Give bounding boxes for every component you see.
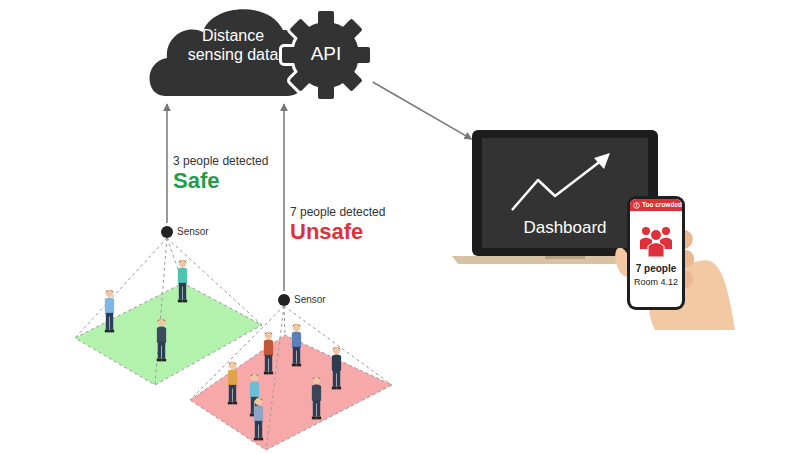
connector-arrow — [166, 104, 168, 223]
status-label: Unsafe — [290, 219, 363, 245]
edge-label: 3 people detected — [173, 154, 268, 168]
alert-icon — [633, 202, 640, 209]
sensor-label: Sensor — [294, 294, 326, 306]
phone-display: Too crowded 7 peopleRoom 4.12 — [630, 199, 682, 307]
alert-bar: Too crowded — [630, 199, 682, 211]
status-label: Safe — [173, 168, 219, 194]
room-text: Room 4.12 — [630, 277, 682, 288]
api-text: API — [281, 43, 371, 65]
alert-text: Too crowded — [642, 201, 682, 209]
connector-arrow — [283, 104, 285, 291]
gear-shape: API — [281, 10, 371, 100]
dashboard-screen: Dashboard — [482, 138, 648, 248]
sensor-dot — [278, 294, 290, 306]
dashboard-text: Dashboard — [482, 218, 648, 238]
unsafe-floor — [190, 335, 392, 450]
crowd-icon — [630, 223, 682, 259]
count-text: 7 people — [630, 263, 682, 275]
sensor-label: Sensor — [177, 226, 209, 238]
sensor-dot — [161, 226, 173, 238]
people — [105, 260, 341, 441]
cloud-text: Distance sensing data — [187, 26, 279, 64]
sensor-point: Sensor — [278, 294, 328, 306]
edge-label: 7 people detected — [290, 205, 385, 219]
sensor-cone — [75, 238, 392, 450]
connector-arrow — [373, 82, 472, 139]
sensor-point: Sensor — [161, 226, 211, 238]
phone-screen: Too crowded 7 peopleRoom 4.12 — [627, 196, 685, 310]
